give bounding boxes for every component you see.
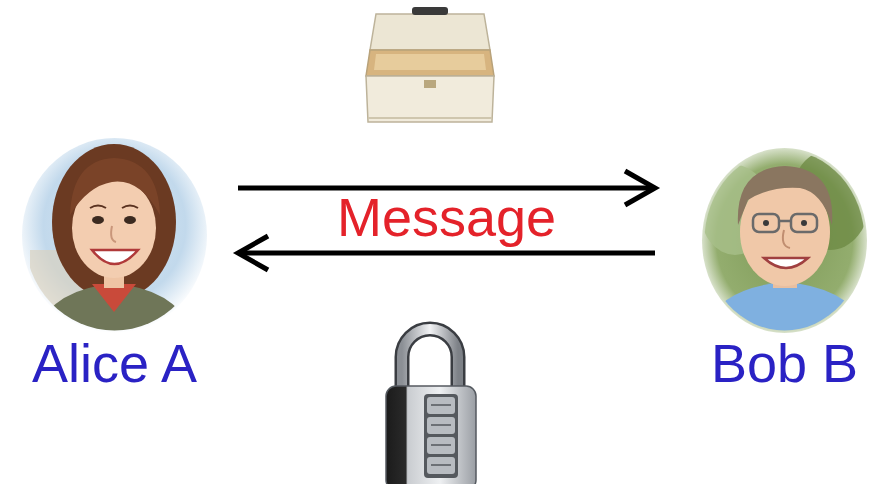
message-arrow [238, 251, 655, 256]
nose [111, 226, 116, 242]
padlock-dial [427, 397, 455, 414]
portrait-background [22, 138, 207, 333]
padlock-dial-mark [431, 444, 451, 446]
box-interior [366, 50, 494, 76]
portrait-background [702, 148, 867, 333]
padlock-dial-mark [431, 464, 451, 466]
glasses-bridge [779, 220, 791, 223]
box-lid [370, 14, 490, 50]
eyebrow [122, 206, 138, 209]
alice-caricature [30, 144, 198, 340]
eye [801, 220, 807, 226]
eye [124, 216, 136, 224]
box-latch [424, 80, 436, 88]
hedge [790, 150, 870, 250]
padlock-dial-slot [424, 394, 458, 478]
padlock-dial [427, 417, 455, 434]
bob-caricature [700, 150, 870, 340]
person-name: Alice A [0, 336, 247, 390]
padlock-dial-mark [431, 404, 451, 406]
open-box-illustration [366, 7, 494, 122]
person-name: Bob B [662, 336, 874, 390]
portrait-oval [22, 138, 207, 333]
neck [104, 262, 124, 288]
portrait-node: Bob B [702, 148, 867, 390]
grin [764, 258, 808, 268]
padlock-dial [427, 457, 455, 474]
box-base-line [368, 117, 492, 119]
hair-bangs [70, 158, 160, 215]
hair-back [52, 144, 176, 300]
eye [763, 220, 769, 226]
smile [92, 250, 138, 264]
box-front [366, 76, 494, 122]
hair [738, 166, 832, 225]
portrait-oval [702, 148, 867, 333]
face [740, 178, 830, 286]
padlock-body [386, 386, 476, 484]
padlock-shackle-edge [402, 329, 458, 395]
padlock-dial-mark [431, 424, 451, 426]
eye [92, 216, 104, 224]
box-handle [412, 7, 448, 15]
portrait-node: Alice A [22, 138, 207, 390]
eyebrow [90, 206, 106, 209]
face [72, 178, 156, 278]
glasses-lens [791, 214, 817, 232]
box-inner-tray [374, 54, 486, 70]
padlock-shackle [402, 329, 458, 395]
hedge [700, 165, 770, 255]
padlock-illustration [386, 329, 476, 484]
neck [773, 266, 797, 288]
jacket [30, 284, 198, 340]
nose [783, 230, 790, 248]
glasses-lens [753, 214, 779, 232]
padlock-dial [427, 437, 455, 454]
shirt [700, 282, 870, 340]
background-sign [30, 250, 90, 310]
scarf [92, 284, 136, 312]
edge-label: Message [337, 190, 556, 244]
